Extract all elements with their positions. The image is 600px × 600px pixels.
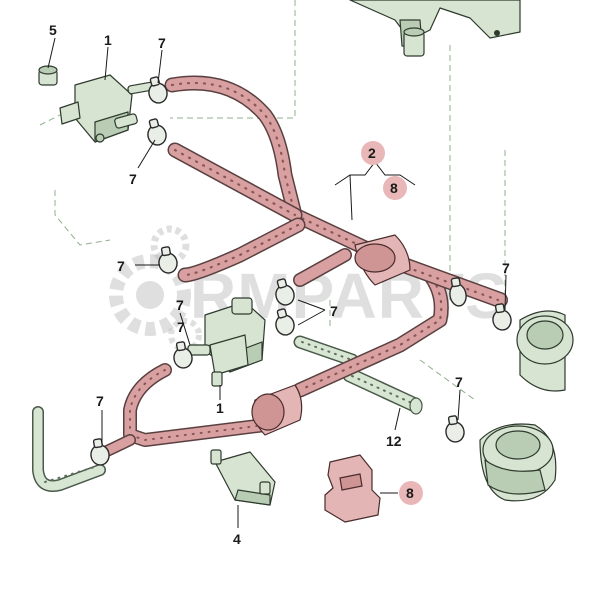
callout-label-7-e: 7: [330, 303, 338, 319]
callout-label-7-d: 7: [176, 297, 184, 313]
callout-labels: 5 1 7 7 2 8 7 7 7 7 7 1 7 7 12 4 8: [49, 22, 510, 547]
callout-circle-8-top: [383, 176, 407, 200]
dashed-reference-lines: [39, 0, 506, 401]
callout-label-7-f: 7: [502, 260, 510, 276]
callout-label-1-middle: 1: [216, 400, 224, 416]
valve-middle: [187, 297, 266, 387]
hose-clamps: [90, 76, 512, 466]
canister-lower: [479, 423, 557, 502]
callout-label-7-a: 7: [158, 35, 166, 51]
callout-label-2: 2: [368, 145, 376, 161]
callout-label-7-h: 7: [96, 393, 104, 409]
hose-network: [99, 75, 508, 458]
callout-label-7-b: 7: [129, 171, 137, 187]
callout-label-8-top: 8: [390, 180, 398, 196]
mounting-bracket: [349, 0, 521, 57]
highlight-circles: [361, 141, 423, 505]
valve-top: [59, 74, 155, 143]
canister-upper: [516, 310, 574, 392]
callout-label-12: 12: [386, 433, 402, 449]
callout-circle-2: [361, 141, 385, 165]
callout-label-8-bottom: 8: [406, 485, 414, 501]
leader-lines: [47, 37, 507, 528]
cap-part-5: [38, 65, 58, 86]
callout-circle-8-bottom: [399, 481, 423, 505]
callout-label-7-g: 7: [177, 319, 185, 335]
bracket-part-4: [210, 449, 276, 506]
callout-label-1-top: 1: [104, 32, 112, 48]
callout-label-4: 4: [233, 531, 241, 547]
clip-part-8: [324, 454, 381, 523]
green-hoses: [32, 335, 423, 492]
callout-label-7-i: 7: [455, 374, 463, 390]
callout-label-7-c: 7: [117, 258, 125, 274]
callout-label-5: 5: [49, 22, 57, 38]
